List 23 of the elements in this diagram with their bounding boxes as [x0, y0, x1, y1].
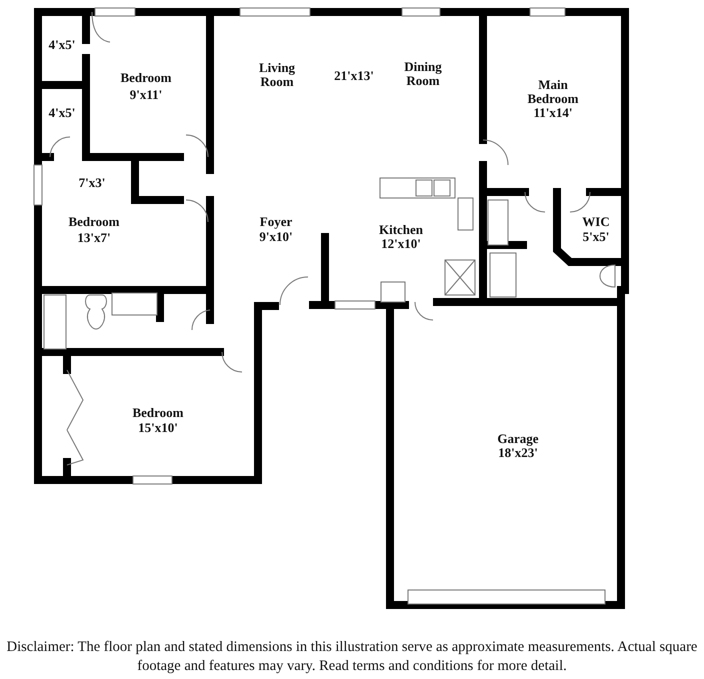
- room-name: Kitchen: [378, 223, 424, 237]
- room-name: Garage: [497, 432, 539, 446]
- room-name: Main Bedroom: [526, 78, 580, 106]
- room-dimension: 11'x14': [534, 106, 572, 120]
- disclaimer-text: Disclaimer: The floor plan and stated dimensions in this illustration serve as approximate measurements. Actual square footage and features may vary. Read terms and conditions for more detail.: [6, 638, 698, 676]
- room-name: Living Room: [258, 61, 296, 89]
- room-dimension: 12'x10': [381, 237, 421, 251]
- room-name: Dining Room: [403, 60, 443, 88]
- room-name: Foyer: [260, 215, 292, 229]
- room-dimension: 9'x10': [259, 230, 293, 244]
- room-name: Bedroom: [132, 406, 184, 420]
- room-dimension: 4'x5': [48, 106, 76, 120]
- room-name: Bedroom: [120, 71, 172, 85]
- room-dimension: 13'x7': [77, 231, 111, 245]
- room-dimension: 15'x10': [138, 421, 178, 435]
- room-dimension: 9'x11': [130, 88, 162, 102]
- room-dimension: 21'x13': [334, 69, 374, 83]
- room-dimension: 4'x5': [48, 38, 76, 52]
- room-dimension: 7'x3': [78, 176, 106, 190]
- room-name: WIC: [582, 215, 610, 229]
- room-name: Bedroom: [68, 215, 120, 229]
- room-dimension: 18'x23': [498, 446, 538, 460]
- room-dimension: 5'x5': [582, 230, 610, 244]
